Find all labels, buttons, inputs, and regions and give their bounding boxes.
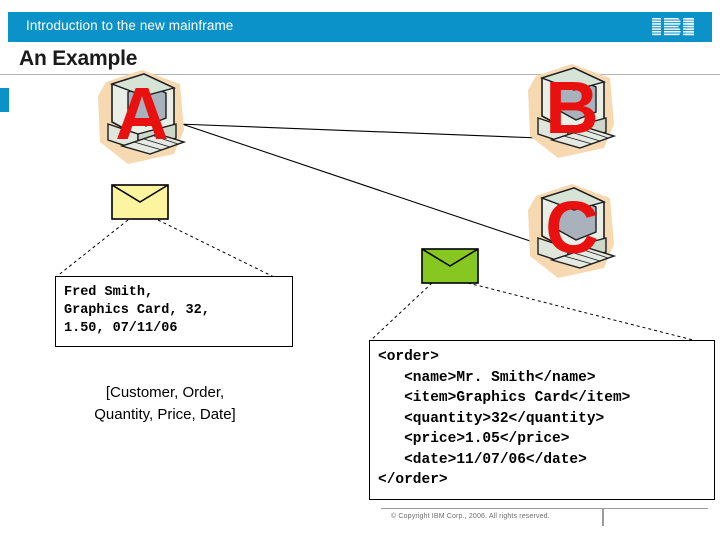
left-accent-marker <box>0 88 9 112</box>
title-divider <box>0 74 720 75</box>
page-title: An Example <box>19 47 138 70</box>
envelope-yellow-icon[interactable] <box>111 184 169 220</box>
field-legend: [Customer, Order, Quantity, Price, Date] <box>55 382 275 426</box>
desktop-computer-icon <box>98 70 187 164</box>
xml-order-box: <order> <name>Mr. Smith</name> <item>Gra… <box>369 340 715 500</box>
ibm-logo-icon <box>652 18 694 36</box>
field-legend-line-1: [Customer, Order, <box>105 384 225 401</box>
footer-tick-mark <box>602 509 604 526</box>
computer-a-label: A <box>115 72 169 155</box>
computer-b-label: B <box>545 66 599 149</box>
record-data-box: Fred Smith, Graphics Card, 32, 1.50, 07/… <box>55 276 293 347</box>
computer-node-c[interactable]: C <box>518 182 626 282</box>
field-legend-line-2: Quantity, Price, Date] <box>94 406 236 423</box>
footer-copyright: © Copyright IBM Corp., 2006. All rights … <box>391 513 550 520</box>
header-title: Introduction to the new mainframe <box>26 18 234 33</box>
computer-c-label: C <box>545 186 599 269</box>
footer-divider <box>381 508 708 509</box>
desktop-computer-icon <box>528 64 617 158</box>
computer-node-b[interactable]: B <box>518 62 626 162</box>
computer-node-a[interactable]: A <box>88 68 196 168</box>
header-bar: Introduction to the new mainframe <box>8 12 712 42</box>
envelope-green-icon[interactable] <box>421 248 479 284</box>
desktop-computer-icon <box>528 184 617 278</box>
